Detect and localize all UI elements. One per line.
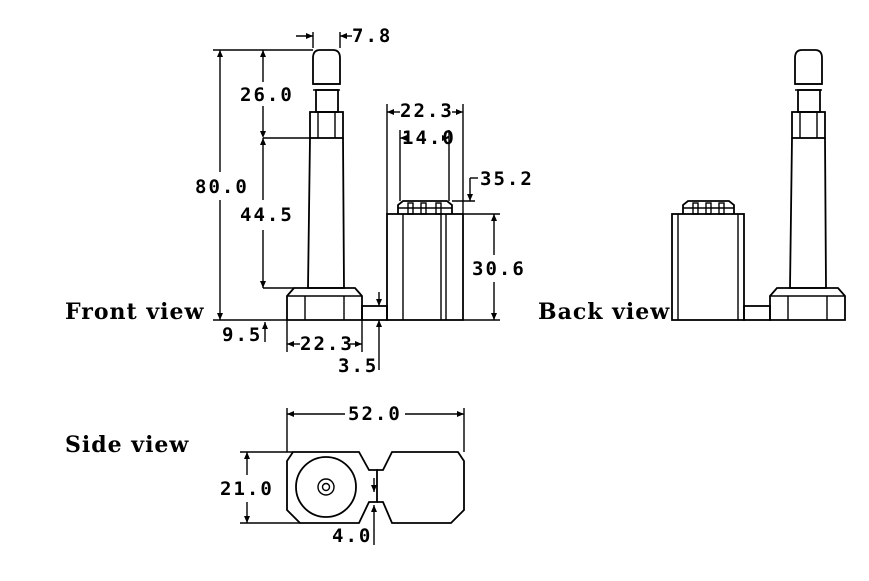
dim-cap-offset: 35.2 <box>480 168 534 190</box>
side-view-dimension-lines <box>240 408 465 545</box>
dim-side-gap: 4.0 <box>332 525 372 547</box>
front-view-lock-body <box>386 200 464 321</box>
dim-body-height: 30.6 <box>472 258 526 280</box>
dim-body-width-inner: 14.0 <box>402 127 456 149</box>
back-view <box>671 49 846 321</box>
front-view-label: Front view <box>65 299 204 325</box>
dim-top-length: 26.0 <box>240 84 294 106</box>
front-view-dimension-lines <box>213 32 500 370</box>
side-view <box>286 451 465 524</box>
dim-gap: 3.5 <box>338 355 378 377</box>
dim-shaft-length: 44.5 <box>240 204 294 226</box>
dim-body-width-outer: 22.3 <box>400 100 454 122</box>
dim-total-length: 80.0 <box>195 176 249 198</box>
dim-base-height: 9.5 <box>222 324 262 346</box>
side-view-label: Side view <box>65 432 189 458</box>
front-view-bolt <box>286 49 388 321</box>
dim-side-height: 21.0 <box>220 478 274 500</box>
dim-base-width: 22.3 <box>300 333 354 355</box>
dim-pin-diameter: 7.8 <box>352 25 392 47</box>
back-view-label: Back view <box>538 299 670 325</box>
dim-side-width: 52.0 <box>348 403 402 425</box>
